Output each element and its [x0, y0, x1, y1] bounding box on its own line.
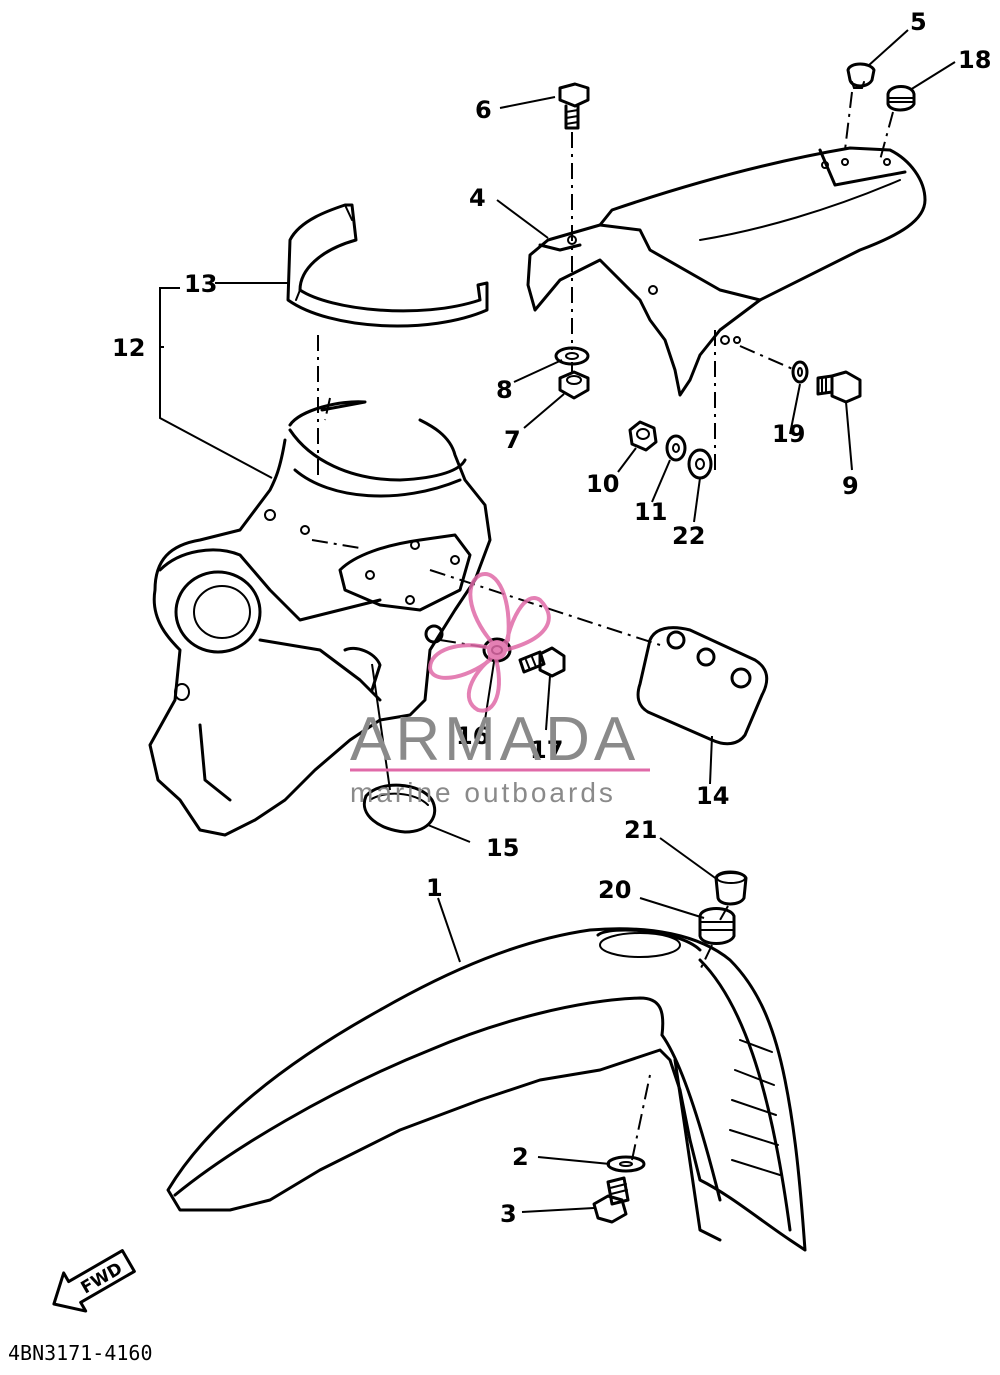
part-22-washer [687, 448, 713, 480]
part-10-nut [628, 420, 658, 452]
callout-20: 20 [598, 876, 631, 904]
callout-15: 15 [486, 834, 519, 862]
callout-5: 5 [910, 8, 927, 36]
callout-22: 22 [672, 522, 705, 550]
leader-lines [159, 29, 956, 1213]
callout-3: 3 [500, 1200, 517, 1228]
part-11-washer [665, 434, 687, 462]
part-5-cap [846, 62, 876, 89]
callout-17: 17 [530, 736, 563, 764]
part-19-washer [791, 360, 809, 384]
part-12-bracket [148, 400, 492, 837]
callout-13: 13 [184, 270, 217, 298]
part-18-grommet [886, 85, 916, 112]
callout-2: 2 [512, 1143, 529, 1171]
fwd-arrow-icon: FWD [52, 1249, 136, 1313]
part-6-bolt [558, 82, 590, 130]
part-14-plate [636, 626, 769, 746]
part-7-nut [558, 370, 590, 400]
callout-10: 10 [586, 470, 619, 498]
watermark-brand: ARMADA [350, 705, 639, 774]
callout-4: 4 [469, 184, 486, 212]
logo-blade-right [502, 596, 551, 653]
callout-14: 14 [696, 782, 729, 810]
part-4-rear-fender [526, 146, 927, 397]
callout-18: 18 [958, 46, 991, 74]
logo-blade-top [468, 572, 511, 651]
callouts: 1 2 3 4 5 6 7 8 9 10 11 12 13 14 15 16 1… [112, 8, 991, 1228]
callout-16: 16 [456, 722, 489, 750]
logo-hub [487, 640, 507, 660]
logo-blade-left [427, 643, 492, 680]
part-15-grommet [362, 783, 437, 834]
part-13-strap [286, 203, 489, 328]
callout-7: 7 [504, 426, 521, 454]
callout-8: 8 [496, 376, 513, 404]
callout-11: 11 [634, 498, 667, 526]
part-3-bolt [592, 1176, 630, 1224]
logo-blade-bottom [466, 651, 501, 713]
callout-9: 9 [842, 472, 859, 500]
part-1-front-fender [166, 927, 807, 1252]
callout-6: 6 [475, 96, 492, 124]
callout-19: 19 [772, 420, 805, 448]
callout-12: 12 [112, 334, 145, 362]
part-9-bolt [816, 370, 862, 404]
watermark-tagline: marine outboards [350, 777, 616, 808]
armada-watermark: ARMADA marine outboards [350, 572, 650, 808]
callout-21: 21 [624, 816, 657, 844]
propeller-logo-icon [427, 572, 551, 713]
part-17-bolt [518, 646, 566, 678]
part-21-collar [714, 870, 748, 906]
fwd-label: FWD [78, 1259, 127, 1299]
callout-1: 1 [426, 874, 443, 902]
part-2-washer [606, 1155, 646, 1173]
part-20-grommet [698, 907, 736, 945]
drawing-code: 4BN3171-4160 [8, 1341, 153, 1365]
